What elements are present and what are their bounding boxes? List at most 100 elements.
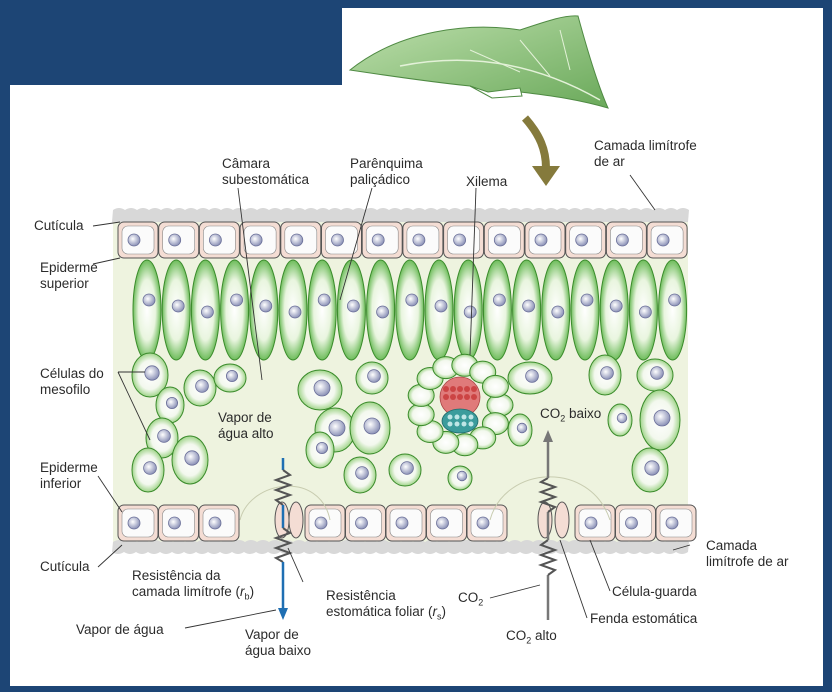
nucleus: [396, 517, 408, 529]
phloem-cell: [469, 422, 474, 427]
label-vapor-alto-l1: Vapor de: [218, 410, 272, 425]
nucleus: [209, 517, 221, 529]
nucleus: [226, 370, 237, 381]
label-vapor-baixo: Vapor de água baixo: [245, 627, 311, 659]
nucleus: [128, 234, 140, 246]
nucleus: [166, 397, 177, 408]
label-epiderme-sup-l1: Epiderme: [40, 260, 98, 275]
nucleus: [494, 234, 506, 246]
palisade-cell: [396, 260, 424, 360]
lower-epidermis: [118, 502, 696, 541]
phloem-cell: [462, 422, 467, 427]
nucleus: [356, 467, 369, 480]
bundle-sheath-cell: [482, 375, 508, 397]
nucleus: [666, 517, 678, 529]
nucleus: [196, 380, 209, 393]
label-fenda-estomatica: Fenda estomática: [590, 611, 697, 627]
res-estom-l1: Resistência: [326, 588, 396, 603]
nucleus: [128, 517, 140, 529]
nucleus: [201, 306, 213, 318]
nucleus: [651, 367, 664, 380]
label-co2: CO2: [458, 590, 483, 611]
nucleus: [639, 306, 651, 318]
label-parenquima-l2: paliçádico: [350, 172, 410, 187]
nucleus: [477, 517, 489, 529]
nucleus: [493, 294, 505, 306]
co2-alto-pre: CO: [506, 628, 526, 643]
nucleus: [314, 380, 330, 396]
label-camara-l1: Câmara: [222, 156, 270, 171]
label-parenquima-l1: Parênquima: [350, 156, 423, 171]
label-camada-top-l1: Camada limítrofe: [594, 138, 697, 153]
label-epiderme-superior: Epiderme superior: [40, 260, 98, 292]
phloem-tissue: [442, 409, 478, 433]
nucleus: [347, 300, 359, 312]
nucleus: [413, 234, 425, 246]
nucleus: [377, 306, 389, 318]
nucleus: [250, 234, 262, 246]
label-vapor-alto-l2: água alto: [218, 426, 274, 441]
nucleus: [368, 370, 381, 383]
phloem-cell: [469, 415, 474, 420]
nucleus: [601, 367, 614, 380]
nucleus: [657, 234, 669, 246]
label-epiderme-inf-l1: Epiderme: [40, 460, 98, 475]
res-camada-l1: Resistência da: [132, 568, 221, 583]
nucleus: [517, 423, 527, 433]
palisade-cell: [483, 260, 511, 360]
nucleus: [457, 471, 467, 481]
nucleus: [145, 366, 159, 380]
nucleus: [654, 410, 670, 426]
xylem-vessel: [457, 394, 463, 400]
nucleus: [585, 517, 597, 529]
nucleus: [645, 461, 659, 475]
xylem-vessel: [471, 394, 477, 400]
label-resistencia-estomatica: Resistência estomática foliar (rs): [326, 588, 446, 625]
phloem-cell: [462, 415, 467, 420]
nucleus: [535, 234, 547, 246]
label-co2-alto: CO2 alto: [506, 628, 557, 649]
nucleus: [576, 234, 588, 246]
nucleus: [318, 294, 330, 306]
phloem-cell: [455, 422, 460, 427]
xylem-vessel: [443, 394, 449, 400]
co2-sub: 2: [478, 598, 483, 608]
upper-epidermis: [118, 222, 687, 258]
xylem-vessel: [450, 394, 456, 400]
nucleus: [406, 294, 418, 306]
nucleus: [169, 234, 181, 246]
phloem-cell: [455, 415, 460, 420]
label-epiderme-inferior: Epiderme inferior: [40, 460, 98, 492]
guard-cell: [555, 502, 569, 538]
label-cuticula-bottom: Cutícula: [40, 559, 90, 575]
nucleus: [454, 234, 466, 246]
palisade-cell: [308, 260, 336, 360]
res-camada-post: ): [250, 584, 255, 599]
nucleus: [329, 420, 345, 436]
palisade-cell: [133, 260, 161, 360]
nucleus: [616, 234, 628, 246]
nucleus: [581, 294, 593, 306]
palisade-cell: [221, 260, 249, 360]
res-estom-post: ): [442, 604, 447, 619]
xylem-vessel: [450, 386, 456, 392]
xylem-vessel: [464, 386, 470, 392]
nucleus: [260, 300, 272, 312]
co2-baixo-post: baixo: [565, 406, 601, 421]
nucleus: [158, 430, 171, 443]
nucleus: [291, 234, 303, 246]
nucleus: [552, 306, 564, 318]
nucleus: [669, 294, 681, 306]
palisade-cell: [659, 260, 687, 360]
label-co2-baixo: CO2 baixo: [540, 406, 601, 427]
xylem-vessel: [471, 386, 477, 392]
nucleus: [626, 517, 638, 529]
xylem-vessel: [464, 394, 470, 400]
label-epiderme-inf-l2: inferior: [40, 476, 81, 491]
res-estom-l2-pre: estomática foliar (: [326, 604, 433, 619]
co2-pre: CO: [458, 590, 478, 605]
label-camada-bottom: Camada limítrofe de ar: [706, 538, 789, 570]
nucleus: [332, 234, 344, 246]
label-celula-guarda: Célula-guarda: [612, 584, 697, 600]
nucleus: [185, 451, 199, 465]
